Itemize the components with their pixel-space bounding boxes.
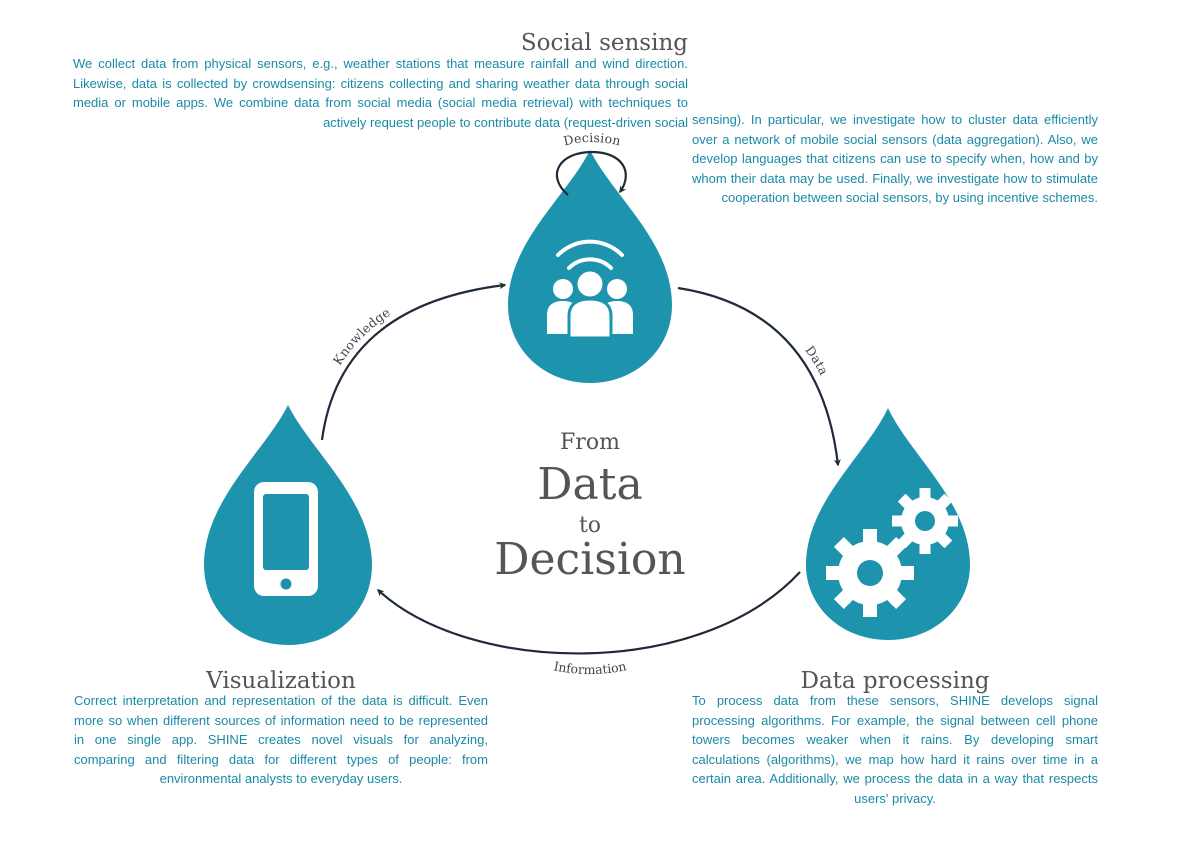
information-arrow-label: Information bbox=[553, 658, 628, 677]
decision-loop-arrow bbox=[555, 150, 627, 196]
information-arrow bbox=[376, 571, 801, 655]
gears-icon bbox=[826, 488, 958, 617]
decision-arrow-label: Decision bbox=[562, 130, 622, 148]
center-data: Data bbox=[537, 459, 643, 510]
center-from: From bbox=[560, 430, 620, 455]
knowledge-arrow bbox=[320, 282, 507, 441]
people-signal-icon bbox=[547, 239, 633, 340]
social-sensing-drop bbox=[508, 150, 672, 383]
center-to: to bbox=[578, 513, 602, 538]
social-sensing-text-right: sensing). In particular, we investigate … bbox=[692, 112, 1098, 205]
visualization-title: Visualization bbox=[206, 668, 356, 694]
data-processing-title: Data processing bbox=[800, 668, 990, 694]
smartphone-icon bbox=[254, 482, 318, 596]
knowledge-arrow-label: Knowledge bbox=[330, 305, 393, 368]
social-sensing-title: Social sensing bbox=[520, 30, 688, 56]
data-processing-text: To process data from these sensors, SHIN… bbox=[692, 693, 1098, 806]
data-arrow-label: Data bbox=[802, 343, 832, 378]
center-decision: Decision bbox=[494, 534, 686, 585]
social-sensing-text-left: We collect data from physical sensors, e… bbox=[73, 56, 688, 130]
data-arrow bbox=[677, 286, 841, 467]
visualization-text: Correct interpretation and representatio… bbox=[74, 693, 488, 786]
